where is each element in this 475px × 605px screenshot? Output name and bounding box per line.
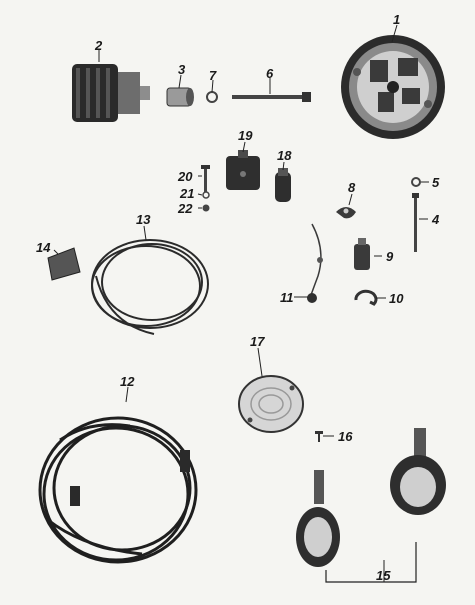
callout-1: 1 [393, 12, 400, 27]
part-21-lock-washer [202, 191, 210, 199]
part-5-washer [411, 177, 421, 187]
part-1-generator-end-plate [341, 35, 445, 139]
part-19-regulator [226, 150, 260, 190]
part-14-grommet [47, 247, 81, 281]
leader-lines [53, 24, 429, 582]
part-20-screw [201, 165, 210, 192]
part-12-main-harness [38, 416, 198, 564]
callout-17: 17 [250, 334, 265, 349]
callout-9: 9 [386, 249, 394, 264]
callout-14: 14 [36, 240, 51, 255]
part-2-armature [72, 64, 150, 122]
part-22-nut [202, 204, 210, 212]
callout-6: 6 [266, 66, 274, 81]
callout-18: 18 [277, 148, 292, 163]
callout-19: 19 [238, 128, 253, 143]
callout-4: 4 [431, 212, 440, 227]
part-10-cable-clamp [354, 289, 378, 306]
callout-20: 20 [177, 169, 193, 184]
part-3-bushing [166, 87, 194, 107]
part-4-rod [412, 193, 419, 252]
part-16-screw [315, 431, 323, 442]
callout-11: 11 [280, 290, 294, 305]
callout-8: 8 [348, 180, 356, 195]
part-15-indicator-lamps [296, 428, 446, 583]
callout-15: 15 [376, 568, 391, 583]
part-9-condenser [354, 238, 370, 270]
part-8-clip [336, 207, 356, 219]
callout-10: 10 [389, 291, 404, 306]
part-13-wiring-loom [91, 239, 209, 335]
part-11-terminal-lead [307, 223, 323, 303]
callout-12: 12 [120, 374, 135, 389]
callout-5: 5 [432, 175, 440, 190]
callout-16: 16 [338, 429, 353, 444]
part-18-terminal-cap [275, 168, 291, 202]
callout-2: 2 [94, 38, 103, 53]
callout-3: 3 [178, 62, 186, 77]
callout-7: 7 [209, 68, 217, 83]
callout-22: 22 [177, 201, 193, 216]
part-6-through-bolt [232, 92, 311, 102]
part-17-rear-lamp-lens [238, 375, 304, 433]
callout-13: 13 [136, 212, 151, 227]
callout-21: 21 [179, 186, 194, 201]
